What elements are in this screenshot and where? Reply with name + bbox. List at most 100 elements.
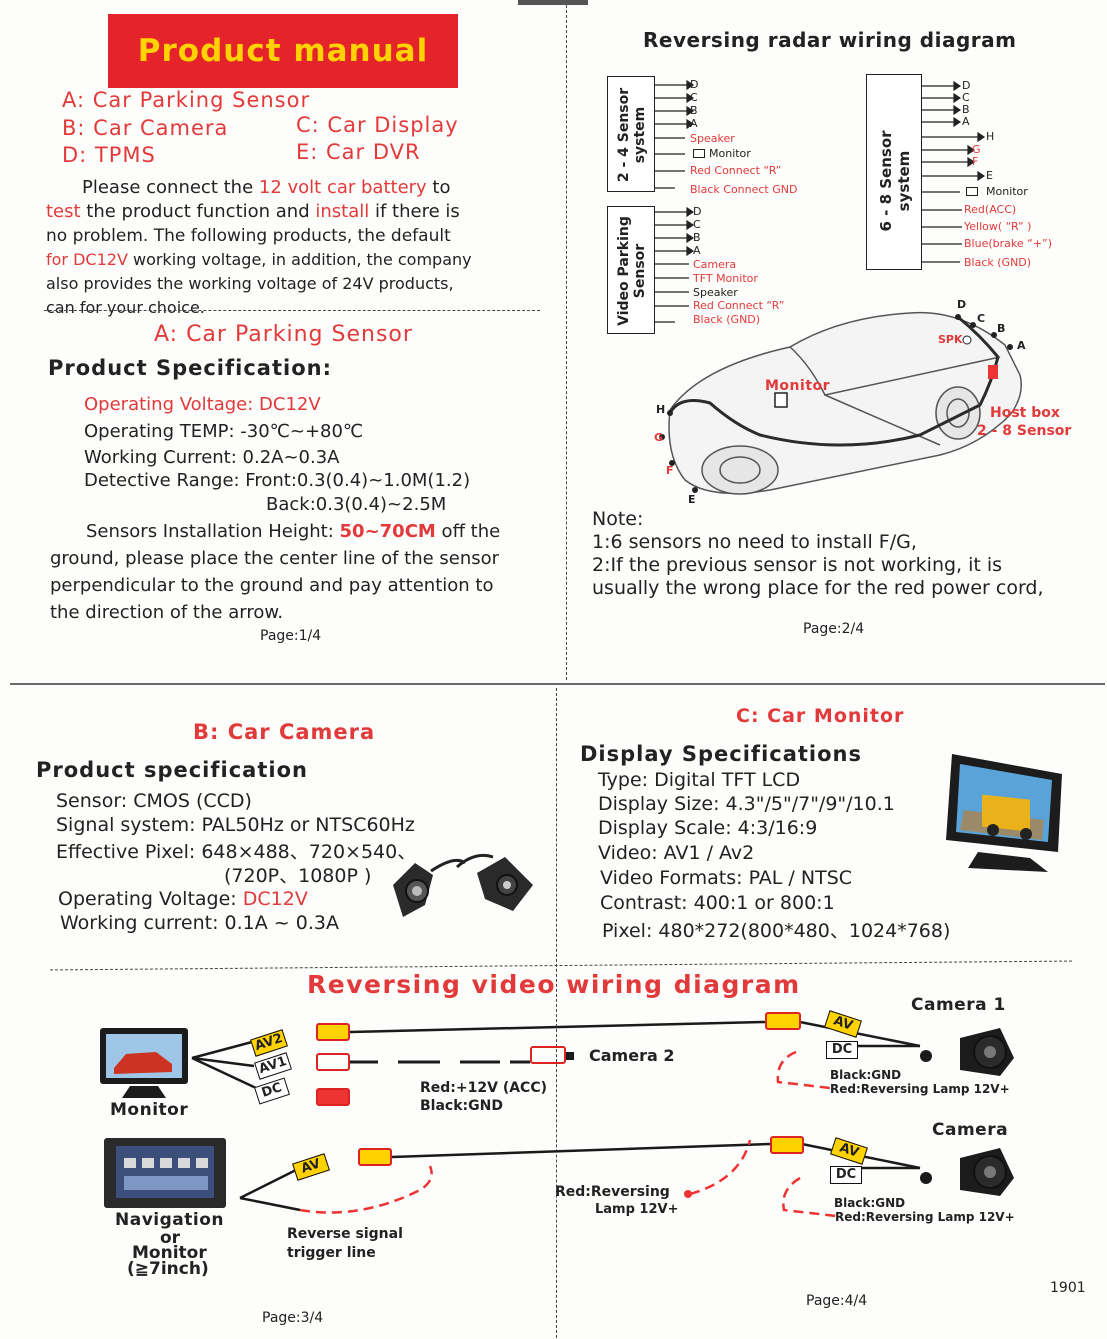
box2-wire-black: Black (GND): [693, 313, 761, 326]
red-rev-label-2: Lamp 12V+: [595, 1202, 679, 1217]
cam-current: Working current: 0.1A ~ 0.3A: [60, 912, 339, 934]
cam-pixel-2: (720P、1080P ): [224, 865, 372, 887]
list-item-c: C: Car Display: [296, 113, 459, 137]
video-parking-sensor-box: Video Parking Sensor: [607, 206, 655, 334]
note-1: 1:6 sensors no need to install F/G,: [592, 531, 917, 553]
top-edge-mark: [518, 0, 588, 5]
install-text: Sensors Installation Height: 50~70CM off…: [50, 518, 550, 626]
note-3: usually the wrong place for the red powe…: [592, 577, 1044, 599]
reverse-label-2: trigger line: [287, 1245, 376, 1261]
box2-wire-camera: Camera: [693, 258, 737, 271]
box3-wire-d: D: [962, 79, 971, 92]
red-rev-label-1: Red:Reversing: [555, 1184, 670, 1200]
box2-wire-d: D: [693, 205, 702, 218]
cam-voltage: Operating Voltage: DC12V: [58, 888, 308, 910]
car-monitor-title: C: Car Monitor: [736, 705, 905, 727]
spec-back: Back:0.3(0.4)~2.5M: [266, 494, 447, 515]
box1-wires: [655, 79, 695, 189]
intro-s12: can for your choice.: [46, 298, 205, 317]
box1-wire-speaker: Speaker: [690, 132, 735, 145]
av1-plug: [316, 1053, 350, 1071]
monitor-label: Monitor: [110, 1100, 189, 1120]
camera1-plug: [765, 1012, 801, 1030]
spec-range: Detective Range: Front:0.3(0.4)~1.0M(1.2…: [84, 470, 471, 491]
box1-wire-b: B: [690, 104, 698, 117]
camera2-plug: [530, 1046, 566, 1064]
car-point-c: C: [977, 312, 986, 325]
spec-title-p1: Product Specification:: [48, 356, 332, 380]
box3-wire-black: Black (GND): [964, 256, 1032, 269]
radar-diagram-title: Reversing radar wiring diagram: [643, 28, 1017, 52]
cam-voltage-val: DC12V: [242, 888, 308, 910]
disp-type: Type: Digital TFT LCD: [598, 769, 801, 791]
nav-label-4: (≧7inch): [127, 1259, 209, 1279]
sensor-system-6-8-box: 6 - 8 Sensor system: [866, 74, 922, 270]
install-s5: perpendicular to the ground and pay atte…: [50, 575, 494, 596]
box3-wire-b: B: [962, 103, 970, 116]
car-monitor-label: Monitor: [765, 378, 831, 394]
tag-dc-cam: DC: [830, 1166, 862, 1184]
box2-wire-c: C: [693, 218, 701, 231]
intro-s1: Please connect the: [82, 177, 259, 198]
install-s6: the direction of the arrow.: [50, 602, 284, 623]
tag-dc-cam1: DC: [826, 1041, 858, 1059]
camera1-image: [920, 1028, 1014, 1076]
box3-wire-g: G: [972, 143, 981, 156]
intro-s4: test: [46, 201, 81, 222]
disp-scale: Display Scale: 4:3/16:9: [598, 817, 818, 839]
intro-s8: no problem. The following products, the …: [46, 226, 451, 246]
intro-s10: working voltage, in addition, the compan…: [127, 250, 472, 269]
note-title: Note:: [592, 508, 644, 530]
spec-title-p3: Product specification: [36, 758, 308, 782]
install-s2: 50~70CM: [339, 521, 436, 542]
reverse-label-1: Reverse signal: [287, 1226, 403, 1242]
horizontal-fold: [10, 683, 1105, 685]
intro-s9: for DC12V: [46, 250, 128, 269]
note-block: Note: 1:6 sensors no need to install F/G…: [592, 508, 1044, 600]
spec-current: Working Current: 0.2A~0.3A: [84, 447, 340, 468]
box1-wire-d: D: [690, 78, 699, 91]
center-fold-top: [566, 0, 567, 680]
list-item-e: E: Car DVR: [296, 140, 421, 164]
car-spk-label: SPK: [938, 333, 963, 346]
disp-formats: Video Formats: PAL / NTSC: [600, 867, 853, 889]
box2-wire-tft: TFT Monitor: [693, 272, 758, 285]
intro-s3: to: [426, 177, 451, 198]
camera-label: Camera: [932, 1120, 1009, 1140]
monitor-icon: [693, 149, 705, 158]
divider-bottom: [50, 960, 1072, 971]
section-title-parking: A: Car Parking Sensor: [154, 322, 413, 347]
nav-label-1: Navigation: [115, 1210, 224, 1230]
cam-pixel: Effective Pixel: 648×488、720×540、: [56, 841, 417, 863]
box2-wires: [655, 206, 695, 323]
list-item-a: A: Car Parking Sensor: [62, 88, 311, 112]
cam-red-label: Red:Reversing Lamp 12V+: [835, 1210, 1015, 1224]
box1-wire-black: Black Connect GND: [690, 183, 798, 196]
black-gnd-label: Black:GND: [420, 1098, 503, 1114]
camera1-label: Camera 1: [911, 995, 1006, 1015]
disp-size: Display Size: 4.3"/5"/7"/9"/10.1: [598, 793, 895, 815]
box1-wire-a: A: [690, 117, 698, 130]
nav-av-plug: [358, 1148, 392, 1166]
box1-label: 2 - 4 Sensor system: [616, 87, 648, 183]
camera2-label: Camera 2: [589, 1046, 675, 1065]
dc-plug: [316, 1088, 350, 1106]
page-number-1: Page:1/4: [260, 628, 322, 644]
box3-wire-h: H: [986, 130, 995, 143]
disp-contrast: Contrast: 400:1 or 800:1: [600, 892, 835, 914]
intro-s5: the product function and: [80, 201, 316, 222]
page-number-2: Page:2/4: [803, 621, 865, 637]
intro-s2: 12 volt car battery: [258, 177, 427, 198]
box3-wire-yellow: Yellow( “R” ): [964, 220, 1032, 233]
doc-code: 1901: [1050, 1280, 1086, 1296]
install-s1: Sensors Installation Height:: [86, 521, 340, 542]
disp-video: Video: AV1 / Av2: [598, 842, 755, 864]
av2-plug: [316, 1023, 350, 1041]
host-sensor-label: 2 - 8 Sensor: [977, 423, 1072, 439]
page-number-4: Page:4/4: [806, 1293, 868, 1309]
navigation-device-image: [104, 1138, 226, 1208]
intro-s7: if there is: [369, 201, 460, 222]
box3-wire-a: A: [962, 115, 970, 128]
list-item-b: B: Car Camera: [62, 116, 229, 140]
box2-wire-red: Red Connect “R”: [693, 299, 785, 312]
